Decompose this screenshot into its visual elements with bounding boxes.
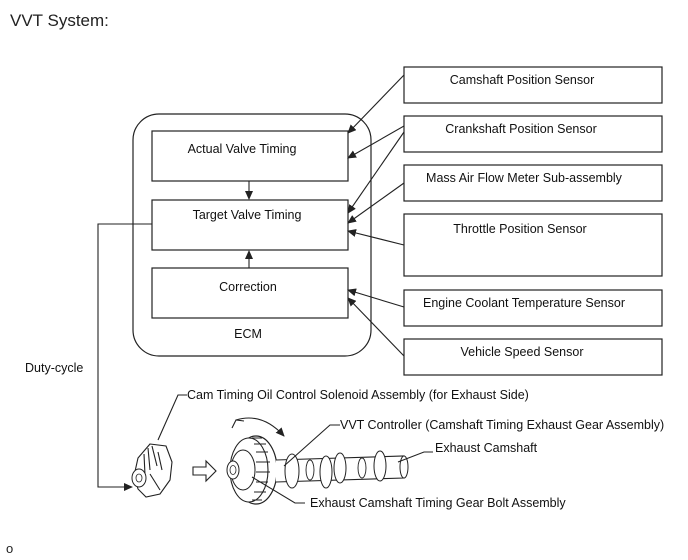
crankshaft-to-actual-arrow	[347, 125, 405, 159]
camshaft-label: Exhaust Camshaft	[435, 441, 538, 455]
ecm-label: ECM	[234, 327, 262, 341]
solenoid-label: Cam Timing Oil Control Solenoid Assembly…	[187, 388, 529, 402]
sensor-label-camshaft-position: Camshaft Position Sensor	[450, 73, 595, 87]
sensor-label-engine-coolant-temperature: Engine Coolant Temperature Sensor	[423, 296, 625, 310]
vehicle-speed-to-correction-arrow	[347, 297, 405, 357]
actual-valve-timing-box	[151, 130, 349, 182]
target-valve-timing-label: Target Valve Timing	[193, 208, 302, 222]
sensor-label-mass-air-flow: Mass Air Flow Meter Sub-assembly	[426, 171, 623, 185]
sensor-box-vehicle-speed	[403, 338, 663, 376]
target-valve-timing-box	[151, 199, 349, 251]
actual-valve-timing-label: Actual Valve Timing	[188, 142, 297, 156]
footer-mark: o	[6, 541, 14, 556]
sensor-box-engine-coolant-temperature	[403, 289, 663, 327]
coolant-to-correction-arrow	[347, 288, 405, 308]
solenoid-leader-line	[157, 394, 187, 441]
mass-air-flow-to-target-arrow	[347, 182, 405, 224]
correction-label: Correction	[219, 280, 277, 294]
sensor-box-crankshaft-position	[403, 115, 663, 153]
vvt-controller-drawing	[226, 417, 285, 505]
camshaft-leader-line	[397, 451, 433, 463]
sensor-box-mass-air-flow	[403, 164, 663, 202]
camshaft-to-actual-arrow	[347, 74, 405, 134]
duty-cycle-label: Duty-cycle	[25, 361, 83, 375]
duty-cycle-output-line	[97, 223, 152, 491]
sensor-label-vehicle-speed: Vehicle Speed Sensor	[460, 345, 583, 359]
page-title: VVT System:	[10, 11, 109, 30]
sensor-label-crankshaft-position: Crankshaft Position Sensor	[445, 122, 596, 136]
gear-bolt-label: Exhaust Camshaft Timing Gear Bolt Assemb…	[310, 496, 566, 510]
oil-flow-arrow	[192, 459, 217, 483]
oil-control-solenoid-drawing	[131, 443, 173, 498]
exhaust-camshaft-drawing	[275, 450, 409, 489]
controller-label: VVT Controller (Camshaft Timing Exhaust …	[340, 418, 664, 432]
throttle-to-target-arrow	[347, 229, 405, 246]
gear-bolt-leader-line	[251, 476, 305, 504]
controller-leader-line	[283, 424, 340, 467]
crankshaft-to-target-arrow	[347, 131, 405, 214]
sensor-box-throttle-position	[403, 213, 663, 277]
sensor-label-throttle-position: Throttle Position Sensor	[453, 222, 586, 236]
sensor-box-camshaft-position	[403, 66, 663, 104]
